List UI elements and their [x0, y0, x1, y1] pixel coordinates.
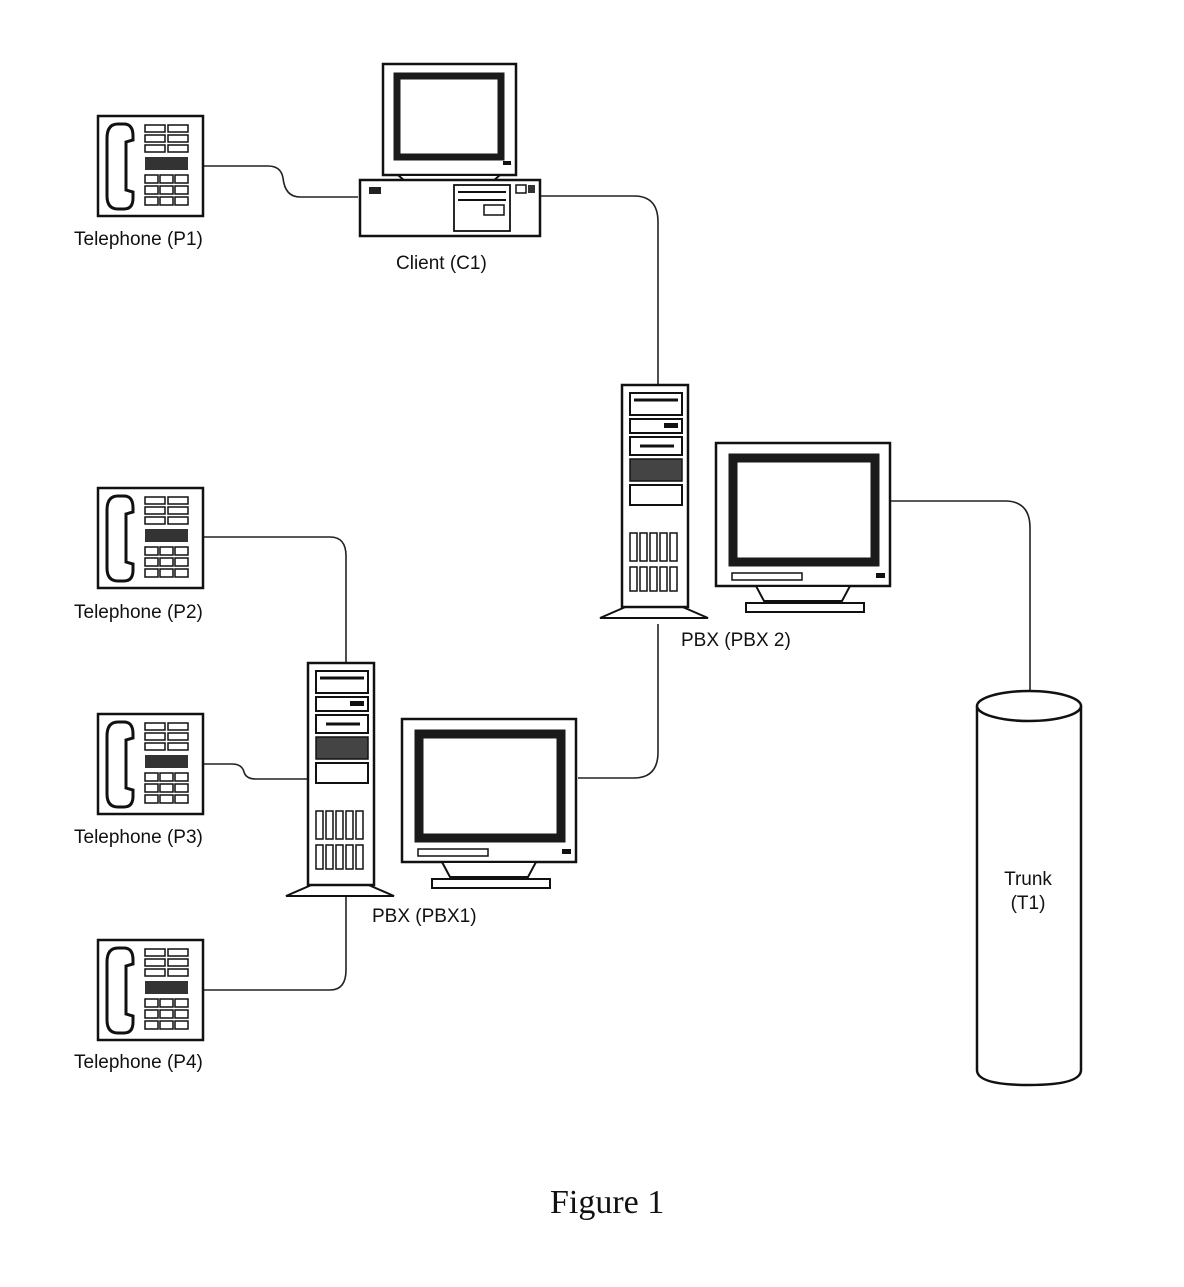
telephone-p2-icon [98, 488, 203, 588]
label-telephone-p4: Telephone (P4) [74, 1052, 203, 1074]
telephone-p3-icon [98, 714, 203, 814]
link-p4-pbx1 [203, 893, 346, 990]
telephone-p1-icon [98, 116, 203, 216]
link-p2-pbx1 [203, 537, 346, 663]
client-computer-icon [360, 64, 540, 236]
pbx1-monitor-icon [402, 719, 576, 888]
label-pbx1: PBX (PBX1) [372, 906, 477, 928]
label-client-c1: Client (C1) [396, 253, 487, 275]
label-trunk: Trunk (T1) [973, 868, 1083, 916]
figure-caption: Figure 1 [550, 1184, 664, 1222]
link-p3-pbx1 [203, 764, 312, 779]
label-telephone-p3: Telephone (P3) [74, 827, 203, 849]
telephone-p4-icon [98, 940, 203, 1040]
link-pbx1-pbx2 [578, 624, 658, 778]
label-trunk-line2: (T1) [973, 892, 1083, 916]
label-telephone-p1: Telephone (P1) [74, 229, 203, 251]
link-p1-client [203, 166, 358, 197]
link-pbx2-trunk [890, 501, 1030, 690]
label-telephone-p2: Telephone (P2) [74, 602, 203, 624]
label-trunk-line1: Trunk [973, 868, 1083, 892]
label-pbx2: PBX (PBX 2) [681, 630, 791, 652]
pbx2-tower-icon [600, 385, 708, 618]
link-client-pbx2 [540, 196, 658, 385]
pbx2-monitor-icon [716, 443, 890, 612]
